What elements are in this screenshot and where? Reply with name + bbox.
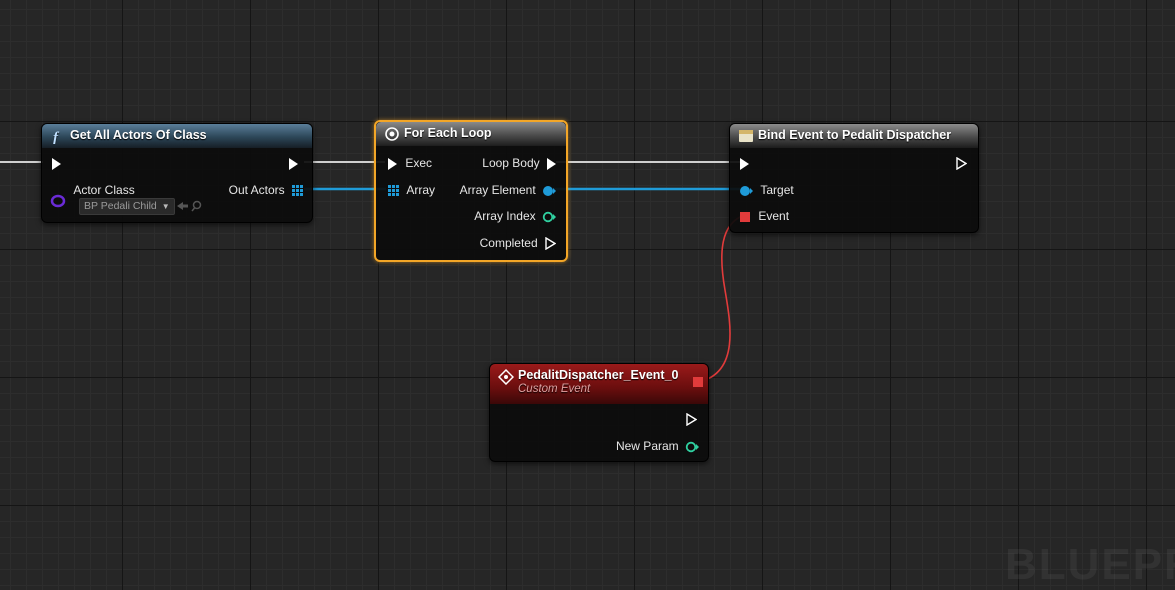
actor-class-pin[interactable]: Actor Class bbox=[50, 181, 135, 208]
node-subtitle: Custom Event bbox=[518, 383, 591, 395]
node-title: Bind Event to Pedalit Dispatcher bbox=[758, 128, 952, 142]
use-selected-arrow-icon[interactable] bbox=[177, 202, 188, 210]
node-header[interactable]: For Each Loop bbox=[376, 122, 566, 146]
array-pin[interactable]: Array bbox=[388, 181, 435, 199]
exec-out-hollow-icon[interactable] bbox=[956, 157, 967, 171]
exec-out-pin[interactable] bbox=[289, 154, 298, 172]
svg-text:f: f bbox=[53, 130, 60, 144]
out-actors-pin[interactable]: Out Actors bbox=[229, 181, 303, 199]
completed-label: Completed bbox=[479, 236, 538, 250]
macro-loop-icon bbox=[385, 127, 399, 141]
exec-out-pin[interactable] bbox=[956, 154, 967, 172]
exec-out-icon[interactable] bbox=[547, 157, 556, 170]
array-element-label: Array Element bbox=[459, 183, 536, 197]
target-pin[interactable]: Target bbox=[739, 181, 794, 199]
array-index-label: Array Index bbox=[474, 209, 536, 223]
completed-pin[interactable]: Completed bbox=[480, 234, 556, 252]
exec-label: Exec bbox=[405, 156, 433, 170]
exec-in-icon[interactable] bbox=[740, 157, 749, 170]
array-grid-icon[interactable] bbox=[388, 185, 399, 197]
wire-layer bbox=[0, 161, 743, 382]
new-param-pin[interactable]: New Param bbox=[616, 437, 699, 455]
node-header[interactable]: PedalitDispatcher_Event_0 Custom Event bbox=[490, 364, 708, 404]
browse-magnifier-icon[interactable] bbox=[192, 200, 202, 210]
exec-out-pin[interactable] bbox=[686, 410, 697, 428]
loop-body-pin[interactable]: Loop Body bbox=[482, 154, 556, 172]
class-pin-icon[interactable] bbox=[50, 193, 66, 209]
get-all-actors-node[interactable]: f Get All Actors Of Class Actor Class BP… bbox=[41, 123, 313, 223]
array-label: Array bbox=[406, 183, 436, 197]
array-index-pin[interactable]: Array Index bbox=[474, 207, 556, 225]
int-pin-icon[interactable] bbox=[542, 211, 556, 223]
exec-out-hollow-icon[interactable] bbox=[545, 237, 556, 251]
node-title: PedalitDispatcher_Event_0 bbox=[518, 368, 679, 382]
object-pin-icon[interactable] bbox=[739, 185, 753, 197]
exec-in-icon[interactable] bbox=[52, 157, 61, 170]
node-header[interactable]: f Get All Actors Of Class bbox=[42, 124, 312, 148]
chevron-down-icon: ▼ bbox=[161, 202, 170, 211]
function-icon: f bbox=[53, 130, 60, 144]
exec-in-icon[interactable] bbox=[388, 157, 397, 170]
custom-event-node[interactable]: PedalitDispatcher_Event_0 Custom Event N… bbox=[489, 363, 709, 462]
event-dispatcher-icon bbox=[739, 130, 753, 142]
delegate-wire[interactable] bbox=[701, 215, 743, 382]
event-label: Event bbox=[758, 209, 790, 223]
class-picker-icons bbox=[177, 200, 202, 212]
out-actors-label: Out Actors bbox=[228, 183, 285, 197]
event-pin[interactable]: Event bbox=[740, 207, 789, 225]
actor-class-label: Actor Class bbox=[73, 183, 135, 197]
delegate-pin-icon[interactable] bbox=[740, 211, 750, 222]
target-label: Target bbox=[760, 183, 794, 197]
delegate-out-pin-icon[interactable] bbox=[693, 377, 703, 387]
actor-class-dropdown[interactable]: BP Pedali Child ▼ bbox=[79, 198, 175, 215]
array-element-pin[interactable]: Array Element bbox=[460, 181, 556, 199]
node-title: For Each Loop bbox=[404, 126, 492, 140]
custom-event-diamond-icon bbox=[498, 369, 514, 385]
object-pin-icon[interactable] bbox=[542, 185, 556, 197]
exec-out-icon[interactable] bbox=[289, 157, 298, 170]
int-pin-icon[interactable] bbox=[685, 441, 699, 453]
exec-in-pin[interactable]: Exec bbox=[388, 154, 432, 172]
new-param-label: New Param bbox=[615, 439, 679, 453]
bind-event-node[interactable]: Bind Event to Pedalit Dispatcher Target … bbox=[729, 123, 979, 233]
loop-body-label: Loop Body bbox=[482, 156, 540, 170]
for-each-loop-node[interactable]: For Each Loop Exec Array Loop Body Array… bbox=[374, 120, 568, 262]
blueprint-watermark: BLUEPR bbox=[1005, 540, 1175, 589]
exec-out-hollow-icon[interactable] bbox=[686, 413, 697, 427]
node-title: Get All Actors Of Class bbox=[70, 128, 207, 142]
exec-in-pin[interactable] bbox=[52, 154, 61, 172]
array-grid-icon[interactable] bbox=[292, 185, 303, 197]
actor-class-value: BP Pedali Child bbox=[84, 200, 157, 212]
exec-in-pin[interactable] bbox=[740, 154, 749, 172]
node-header[interactable]: Bind Event to Pedalit Dispatcher bbox=[730, 124, 978, 148]
